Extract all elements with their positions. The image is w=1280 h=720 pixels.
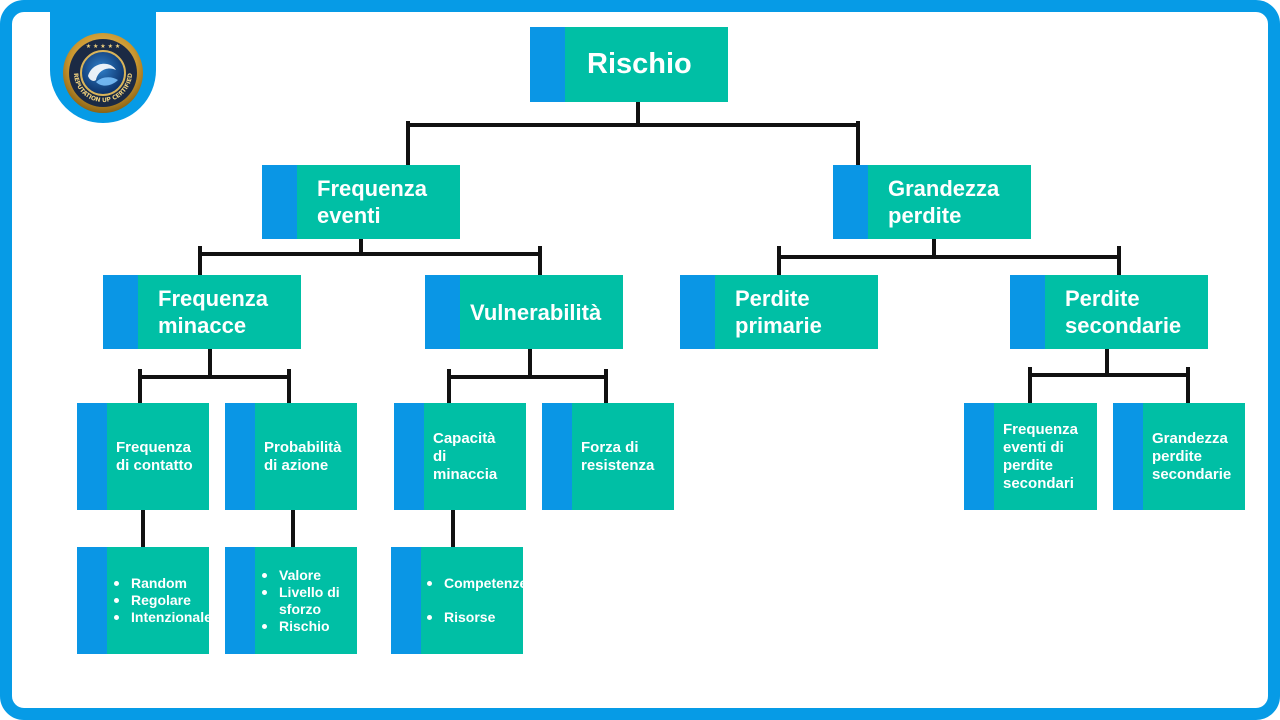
node-perdite-secondarie: Perdite secondarie [1010,275,1208,349]
node-list-minaccia: Competenze Risorse [391,547,527,654]
list-item: Regolare [111,592,212,609]
node-frequenza-minacce-label: Frequenza minacce [158,286,269,338]
list-azione: Valore Livello di sforzo Rischio [259,567,349,635]
node-perdite-primarie-label: Perdite primarie [735,286,822,338]
node-vulnerabilita-label: Vulnerabilità [470,299,602,325]
list-item: Rischio [259,618,349,635]
node-perdite-primarie: Perdite primarie [680,275,878,349]
node-frequenza-eventi-label: Frequenza eventi [317,176,428,228]
node-grandezza-perdite: Grandezza perdite [833,165,1031,239]
node-capacita-minaccia: Capacità di minaccia [394,403,526,510]
certified-seal-icon: REPUTATION UP CERTIFIED ★ ★ ★ ★ ★ [63,33,143,113]
connector-rischio [406,100,860,167]
node-rischio: Rischio [530,27,728,102]
node-frequenza-contatto: Frequenza di contatto [77,403,209,510]
node-grandezza-perdite-label: Grandezza perdite [888,176,1000,228]
node-frequenza-eventi: Frequenza eventi [262,165,460,239]
list-item: Intenzionale [111,609,212,626]
node-grandezza-perdite-secondarie-label: Grandezza perdite secondarie [1152,429,1232,483]
node-perdite-secondarie-label: Perdite secondarie [1065,286,1182,338]
list-item: Livello di sforzo [259,584,349,618]
node-frequenza-eventi-perdite-secondarie: Frequenza eventi di perdite secondari [964,403,1097,510]
list-item: Competenze [424,575,527,592]
node-frequenza-contatto-label: Frequenza di contatto [116,438,193,474]
list-item: Valore [259,567,349,584]
connector-frequenza-eventi [198,237,542,277]
list-item: Random [111,575,212,592]
list-contatto: Random Regolare Intenzionale [111,575,212,626]
list-minaccia: Competenze Risorse [424,567,527,634]
connector-frequenza-minacce [138,347,291,405]
node-probabilita-azione-label: Probabilità di azione [264,438,342,474]
list-item: Risorse [424,609,527,626]
svg-text:★ ★ ★ ★ ★: ★ ★ ★ ★ ★ [86,43,121,50]
node-grandezza-perdite-secondarie: Grandezza perdite secondarie [1113,403,1245,510]
node-vulnerabilita: Vulnerabilità [425,275,623,349]
node-forza-resistenza-label: Forza di resistenza [581,438,655,474]
node-capacita-minaccia-label: Capacità di minaccia [433,429,498,483]
node-list-contatto: Random Regolare Intenzionale [77,547,212,654]
node-forza-resistenza: Forza di resistenza [542,403,674,510]
node-probabilita-azione: Probabilità di azione [225,403,357,510]
node-frequenza-eventi-perdite-secondarie-label: Frequenza eventi di perdite secondari [1003,420,1079,492]
connector-grandezza-perdite [777,237,1121,277]
connector-perdite-secondarie [1028,347,1190,405]
node-frequenza-minacce: Frequenza minacce [103,275,301,349]
connector-vulnerabilita [447,347,608,405]
node-list-azione: Valore Livello di sforzo Rischio [225,547,357,654]
node-rischio-label: Rischio [587,48,692,80]
